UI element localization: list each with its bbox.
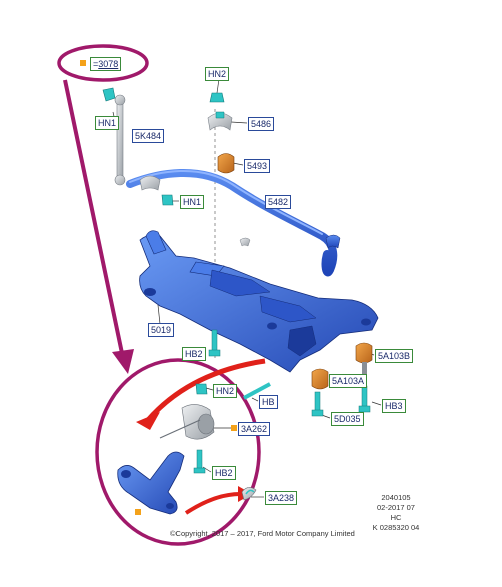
callout-3078[interactable]: =3078 bbox=[90, 57, 122, 71]
callout-5486[interactable]: 5486 bbox=[248, 117, 275, 131]
orange-marker-3a262 bbox=[231, 425, 237, 431]
magenta-arrow-line bbox=[63, 79, 125, 359]
stabilizer-link bbox=[114, 94, 126, 186]
copyright-text: ©Copyright, 2017 – 2017, Ford Motor Comp… bbox=[170, 529, 355, 538]
bolt-hb2-inset bbox=[193, 449, 206, 474]
clamp-3a238 bbox=[241, 487, 257, 501]
info-line-2: 02-2017 07 bbox=[377, 503, 415, 512]
callout-hn2-inset[interactable]: HN2 bbox=[213, 384, 238, 398]
callout-3078-text: 3078 bbox=[98, 59, 119, 69]
bolt-hb3 bbox=[358, 385, 371, 413]
stabilizer-bar-highlight bbox=[129, 169, 323, 235]
stabilizer-bar bbox=[126, 168, 338, 277]
highlight-ellipse-top bbox=[57, 44, 149, 82]
callout-hn1-mid[interactable]: HN1 bbox=[180, 195, 205, 209]
nut-hn2-inset bbox=[195, 383, 208, 395]
callout-hb2-inset[interactable]: HB2 bbox=[212, 466, 236, 480]
info-line-4: K 0285320 04 bbox=[372, 523, 420, 532]
nut-hn2-top bbox=[209, 92, 225, 103]
callout-3a238[interactable]: 3A238 bbox=[265, 491, 298, 505]
nut-hn1-mid bbox=[161, 194, 174, 206]
highlight-ellipse-inset bbox=[95, 358, 261, 546]
orange-marker-3078 bbox=[80, 60, 86, 66]
bushing-housing-3a262 bbox=[159, 404, 215, 440]
callout-5k484[interactable]: 5K484 bbox=[132, 129, 165, 143]
callout-hn2-top[interactable]: HN2 bbox=[205, 67, 230, 81]
info-line-1: 2040105 bbox=[381, 493, 411, 502]
callout-5a103a[interactable]: 5A103A bbox=[329, 374, 368, 388]
info-line-3: HC bbox=[390, 513, 402, 522]
magenta-arrow-head bbox=[112, 349, 134, 374]
nut-hn1-left bbox=[102, 87, 116, 102]
stabilizer-bracket-left bbox=[139, 175, 161, 191]
callout-hn1-left[interactable]: HN1 bbox=[95, 116, 120, 130]
callout-5493[interactable]: 5493 bbox=[244, 159, 271, 173]
callout-hb2-mid[interactable]: HB2 bbox=[182, 347, 206, 361]
callout-hb3[interactable]: HB3 bbox=[382, 399, 406, 413]
red-arrow-lower bbox=[184, 492, 241, 515]
drawing-info: 2040105 02-2017 07 HC K 0285320 04 bbox=[356, 493, 436, 533]
bushing-5493 bbox=[217, 153, 235, 174]
callout-5d035[interactable]: 5D035 bbox=[331, 412, 364, 426]
stabilizer-bracket-top bbox=[207, 111, 233, 131]
subframe-5019 bbox=[139, 230, 379, 373]
red-arrow-upper-head bbox=[136, 412, 160, 430]
bushing-5a103a bbox=[311, 368, 329, 390]
bolt-hb-mid bbox=[243, 382, 271, 400]
lower-control-arm bbox=[117, 451, 185, 515]
callout-hb-mid[interactable]: HB bbox=[259, 395, 278, 409]
red-arrow-upper bbox=[146, 358, 266, 422]
callout-5a103b[interactable]: 5A103B bbox=[375, 349, 414, 363]
callout-5482[interactable]: 5482 bbox=[265, 195, 292, 209]
orange-marker-arm bbox=[135, 509, 141, 515]
callout-3a262[interactable]: 3A262 bbox=[238, 422, 271, 436]
bolt-5d035 bbox=[311, 391, 324, 417]
callout-5019[interactable]: 5019 bbox=[148, 323, 175, 337]
bolt-hb2-mid bbox=[208, 329, 221, 357]
